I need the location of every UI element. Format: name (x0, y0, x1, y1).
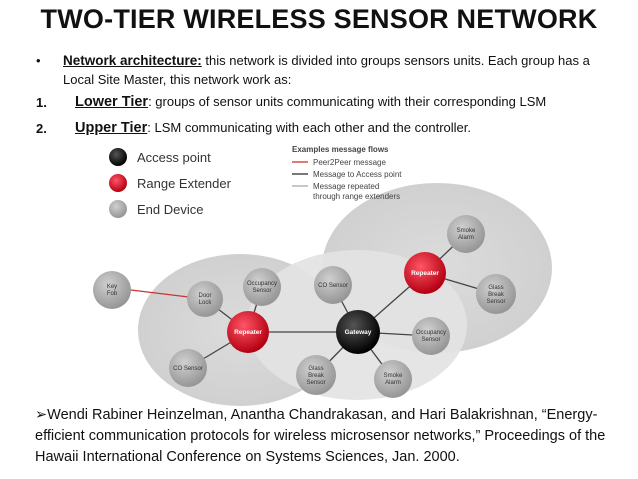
svg-text:Glass: Glass (488, 285, 503, 291)
item-label-1: Lower Tier (75, 94, 149, 110)
svg-text:Occupancy: Occupancy (247, 281, 277, 287)
flow-peer: Peer2Peer message (313, 158, 386, 167)
item-label-2: Upper Tier (75, 120, 148, 136)
svg-text:Smoke: Smoke (457, 228, 476, 234)
svg-text:Key: Key (107, 284, 117, 290)
flow-ap: Message to Access point (313, 170, 402, 179)
item-text-1: Lower Tier: groups of sensor units commu… (75, 94, 546, 110)
legend-end-device-swatch (109, 200, 127, 218)
bullet-text: Network architecture: this network is di… (63, 51, 623, 89)
flow-repeat-2: through range extenders (313, 192, 400, 201)
gateway-node: Gateway (336, 310, 380, 354)
svg-text:Sensor: Sensor (306, 380, 325, 386)
legend-access-point: Access point (137, 150, 211, 165)
legend-range-extender-swatch (109, 174, 127, 192)
item-desc-2: : LSM communicating with each other and … (147, 120, 471, 135)
flow-repeat-1: Message repeated (313, 182, 379, 191)
item-desc-1: : groups of sensor units communicating w… (148, 94, 547, 109)
svg-text:Smoke: Smoke (384, 373, 403, 379)
bullet-line1: this network is divided into groups sens… (201, 53, 590, 68)
smoke-alarm-mid-node: Smoke Alarm (374, 360, 412, 398)
occupancy-sensor-left-node: Occupancy Sensor (243, 268, 281, 306)
bullet-label: Network architecture: (63, 53, 202, 68)
svg-text:Glass: Glass (308, 366, 323, 372)
svg-text:CO Sensor: CO Sensor (318, 283, 348, 289)
svg-text:Sensor: Sensor (421, 337, 440, 343)
smoke-alarm-top-node: Smoke Alarm (447, 215, 485, 253)
item-number-1: 1. (36, 95, 47, 110)
flow-legend-title: Examples message flows (292, 145, 389, 154)
svg-text:CO Sensor: CO Sensor (173, 366, 203, 372)
node-legend: Access point Range Extender End Device (109, 148, 232, 218)
svg-text:Break: Break (308, 373, 325, 379)
svg-text:Repeater: Repeater (234, 329, 262, 336)
flow-legend: Examples message flows Peer2Peer message… (292, 145, 402, 201)
svg-text:Gateway: Gateway (345, 329, 372, 336)
slide-title: TWO-TIER WIRELESS SENSOR NETWORK (40, 4, 598, 34)
svg-text:Lock: Lock (199, 300, 213, 306)
reference-text: Wendi Rabiner Heinzelman, Anantha Chandr… (35, 407, 606, 465)
legend-end-device: End Device (137, 202, 203, 217)
svg-text:Sensor: Sensor (486, 299, 505, 305)
reference-mark: ➢ (35, 407, 48, 423)
svg-text:Sensor: Sensor (252, 288, 271, 294)
legend-access-point-swatch (109, 148, 127, 166)
reference-citation: ➢Wendi Rabiner Heinzelman, Anantha Chand… (35, 405, 625, 468)
svg-text:Fob: Fob (107, 291, 118, 297)
svg-text:Door: Door (198, 293, 211, 299)
occupancy-sensor-right-node: Occupancy Sensor (412, 317, 450, 355)
co-sensor-mid-node: CO Sensor (314, 266, 352, 304)
svg-text:Occupancy: Occupancy (416, 330, 446, 336)
repeater-left-node: Repeater (227, 311, 269, 353)
glass-break-sensor-mid-node: Glass Break Sensor (296, 355, 336, 395)
svg-text:Repeater: Repeater (411, 270, 439, 277)
door-lock-node: Door Lock (187, 281, 223, 317)
item-text-2: Upper Tier: LSM communicating with each … (75, 120, 471, 136)
key-fob-node: Key Fob (93, 271, 131, 309)
svg-text:Break: Break (488, 292, 505, 298)
svg-text:Alarm: Alarm (458, 235, 474, 241)
co-sensor-left-node: CO Sensor (169, 349, 207, 387)
repeater-right-node: Repeater (404, 252, 446, 294)
bullet-mark: • (36, 53, 41, 68)
svg-text:Alarm: Alarm (385, 380, 401, 386)
glass-break-sensor-right-node: Glass Break Sensor (476, 274, 516, 314)
legend-range-extender: Range Extender (137, 176, 232, 191)
bullet-line2: Local Site Master, this network work as: (63, 72, 292, 87)
item-number-2: 2. (36, 121, 47, 136)
